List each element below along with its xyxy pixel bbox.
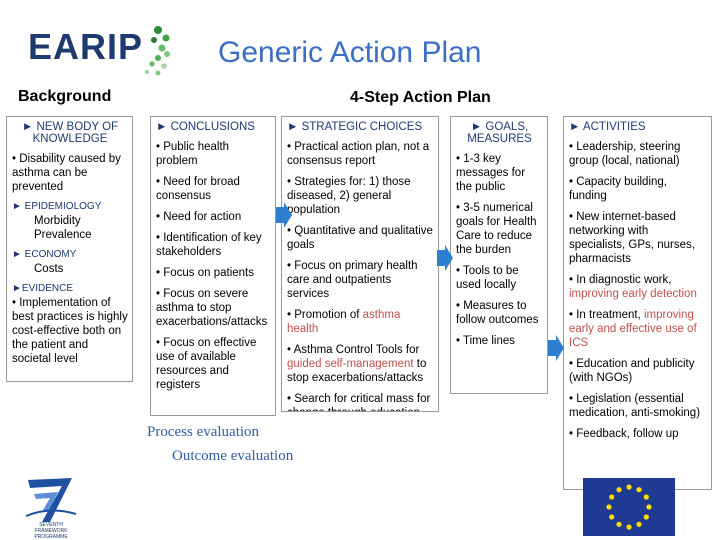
conclusion-item: • Focus on severe asthma to stop exacerb… (156, 288, 268, 328)
strategic-item-text: • Asthma Control Tools for (287, 344, 420, 356)
activity-item: • Leadership, steering group (local, nat… (569, 141, 681, 167)
evidence-heading: ►EVIDENCE (12, 283, 74, 294)
logo-dots-icon (144, 26, 170, 76)
activity-item: • New internet-based networking with spe… (569, 211, 695, 265)
activity-item: • Legislation (essential medication, ant… (569, 393, 701, 419)
strategic-heading: ► STRATEGIC CHOICES (287, 121, 423, 133)
strategic-item: • Focus on primary health care and outpa… (287, 260, 418, 300)
eu-flag-icon (583, 478, 675, 536)
activity-highlight: improving early and effective use of ICS (569, 309, 697, 349)
activity-highlight: improving early detection (569, 288, 697, 300)
strategic-highlight: guided self-management (287, 358, 414, 370)
conclusion-item: • Focus on effective use of available re… (156, 337, 257, 391)
strategic-highlight: asthma health (287, 309, 401, 335)
activity-item: • In treatment, improving early and effe… (569, 308, 707, 350)
conclusion-item: • Public health problem (156, 141, 230, 167)
activity-item-text: • In diagnostic work, (569, 274, 672, 286)
process-evaluation-label: Process evaluation (147, 424, 260, 440)
strategic-item: • Promotion of asthma health (287, 308, 434, 336)
goal-item: • Measures to follow outcomes (456, 300, 539, 326)
fp7-logo: SEVENTH FRAMEWORK PROGRAMME (22, 472, 80, 540)
conclusions-heading: ► CONCLUSIONS (156, 121, 255, 133)
goals-column: ► GOALS, MEASURES • 1-3 key messages for… (450, 116, 548, 394)
conclusion-item: • Focus on patients (156, 267, 254, 279)
strategic-column: ► STRATEGIC CHOICES • Practical action p… (281, 116, 439, 412)
conclusion-item: • Identification of key stakeholders (156, 232, 262, 258)
earip-logo: EARIP (28, 22, 170, 78)
strategic-item: • Asthma Control Tools for guided self-m… (287, 343, 434, 385)
fp7-text: SEVENTH FRAMEWORK PROGRAMME (34, 522, 68, 540)
page-title: Generic Action Plan (218, 36, 482, 69)
activity-item: • Feedback, follow up (569, 428, 679, 440)
strategic-item: • Strategies for: 1) those diseased, 2) … (287, 176, 411, 216)
strategic-item-text: • Promotion of (287, 309, 363, 321)
strategic-item: • Search for critical mass for change th… (287, 393, 431, 411)
conclusions-column: ► CONCLUSIONS • Public health problem • … (150, 116, 276, 416)
implementation-item: • Implementation of best practices is hi… (12, 297, 128, 365)
arrow-right-icon (276, 202, 292, 228)
background-header: Background (18, 88, 112, 105)
morbidity-item: Morbidity Prevalence (34, 215, 92, 241)
goal-item: • 3-5 numerical goals for Health Care to… (456, 202, 537, 256)
activities-heading: ► ACTIVITIES (569, 121, 646, 133)
conclusion-item: • Need for action (156, 211, 242, 223)
activity-item: • Capacity building, funding (569, 176, 667, 202)
plan-header: 4-Step Action Plan (350, 89, 491, 106)
costs-item: Costs (34, 263, 64, 275)
strategic-item: • Quantitative and qualitative goals (287, 225, 433, 251)
earip-logo-text: EARIP (28, 26, 144, 67)
conclusion-item: • Need for broad consensus (156, 176, 240, 202)
disability-item: • Disability caused by asthma can be pre… (12, 153, 121, 193)
activity-item: • Education and publicity (with NGOs) (569, 358, 695, 384)
goal-item: • Time lines (456, 335, 515, 347)
strategic-item-text: to stop exacerbations/attacks (287, 358, 427, 384)
background-column: ► NEW BODY OF KNOWLEDGE • Disability cau… (6, 116, 133, 382)
new-body-heading: ► NEW BODY OF KNOWLEDGE (21, 121, 119, 145)
economy-heading: ► ECONOMY (12, 249, 77, 260)
goals-heading: ► GOALS, MEASURES (467, 121, 532, 145)
arrow-right-icon (548, 335, 564, 361)
arrow-right-icon (437, 245, 453, 271)
activities-column: ► ACTIVITIES • Leadership, steering grou… (563, 116, 712, 490)
epidemiology-heading: ► EPIDEMIOLOGY (12, 201, 102, 212)
activity-item-text: • In treatment, (569, 309, 644, 321)
fp7-emblem-icon (25, 478, 77, 522)
goal-item: • Tools to be used locally (456, 265, 519, 291)
activity-item: • In diagnostic work, improving early de… (569, 273, 707, 301)
goal-item: • 1-3 key messages for the public (456, 153, 526, 193)
outcome-evaluation-label: Outcome evaluation (172, 448, 294, 464)
strategic-item: • Practical action plan, not a consensus… (287, 141, 430, 167)
